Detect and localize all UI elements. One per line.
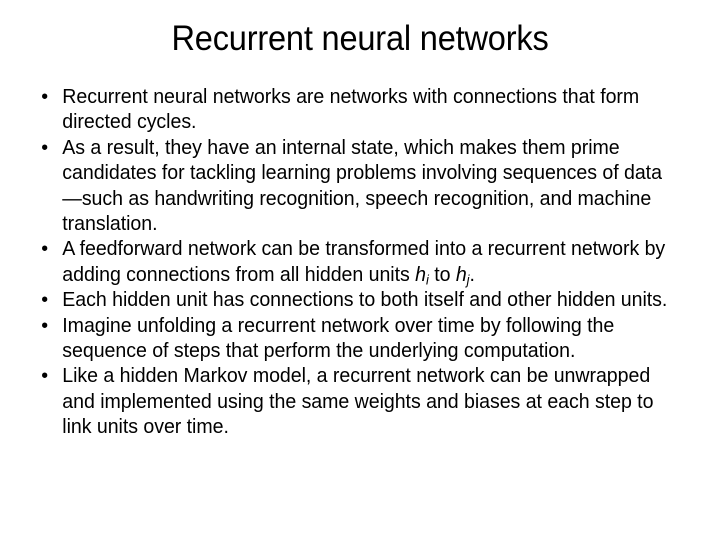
list-item: • Recurrent neural networks are networks… <box>26 84 679 135</box>
slide-body: • Recurrent neural networks are networks… <box>26 84 710 440</box>
bullet-marker-icon: • <box>41 85 49 108</box>
list-item-text: Each hidden unit has connections to both… <box>62 288 668 312</box>
variable-symbol: h <box>415 262 426 286</box>
list-item: • Like a hidden Markov model, a recurren… <box>26 363 679 439</box>
bullet-marker-icon: • <box>41 237 49 261</box>
variable-subscript: j <box>466 272 470 288</box>
math-variable-h-j: hj <box>455 262 470 288</box>
list-item-text: A feedforward network can be transformed… <box>62 236 679 287</box>
bullet-marker-icon: • <box>41 288 49 312</box>
variable-symbol: h <box>455 262 467 286</box>
list-item-text: Imagine unfolding a recurrent network ov… <box>62 313 615 363</box>
list-item-text-segment: . <box>469 262 475 286</box>
list-item-text: Recurrent neural networks are networks w… <box>62 85 640 134</box>
list-item: • A feedforward network can be transform… <box>26 236 679 287</box>
bullet-marker-icon: • <box>41 313 49 337</box>
bullet-list: • Recurrent neural networks are networks… <box>26 84 710 440</box>
list-item: • Imagine unfolding a recurrent network … <box>26 313 679 364</box>
math-variable-h-i: hi <box>415 262 429 288</box>
list-item-text-segment: A feedforward network can be transformed… <box>62 237 666 286</box>
bullet-marker-icon: • <box>41 364 49 388</box>
variable-subscript: i <box>425 272 429 288</box>
bullet-marker-icon: • <box>41 135 49 159</box>
list-item-text-segment: to <box>428 262 456 286</box>
list-item: • Each hidden unit has connections to bo… <box>26 287 679 312</box>
list-item-text: As a result, they have an internal state… <box>62 135 662 236</box>
list-item: • As a result, they have an internal sta… <box>26 135 679 237</box>
list-item-text: Like a hidden Markov model, a recurrent … <box>62 364 654 439</box>
page-title: Recurrent neural networks <box>171 19 549 58</box>
